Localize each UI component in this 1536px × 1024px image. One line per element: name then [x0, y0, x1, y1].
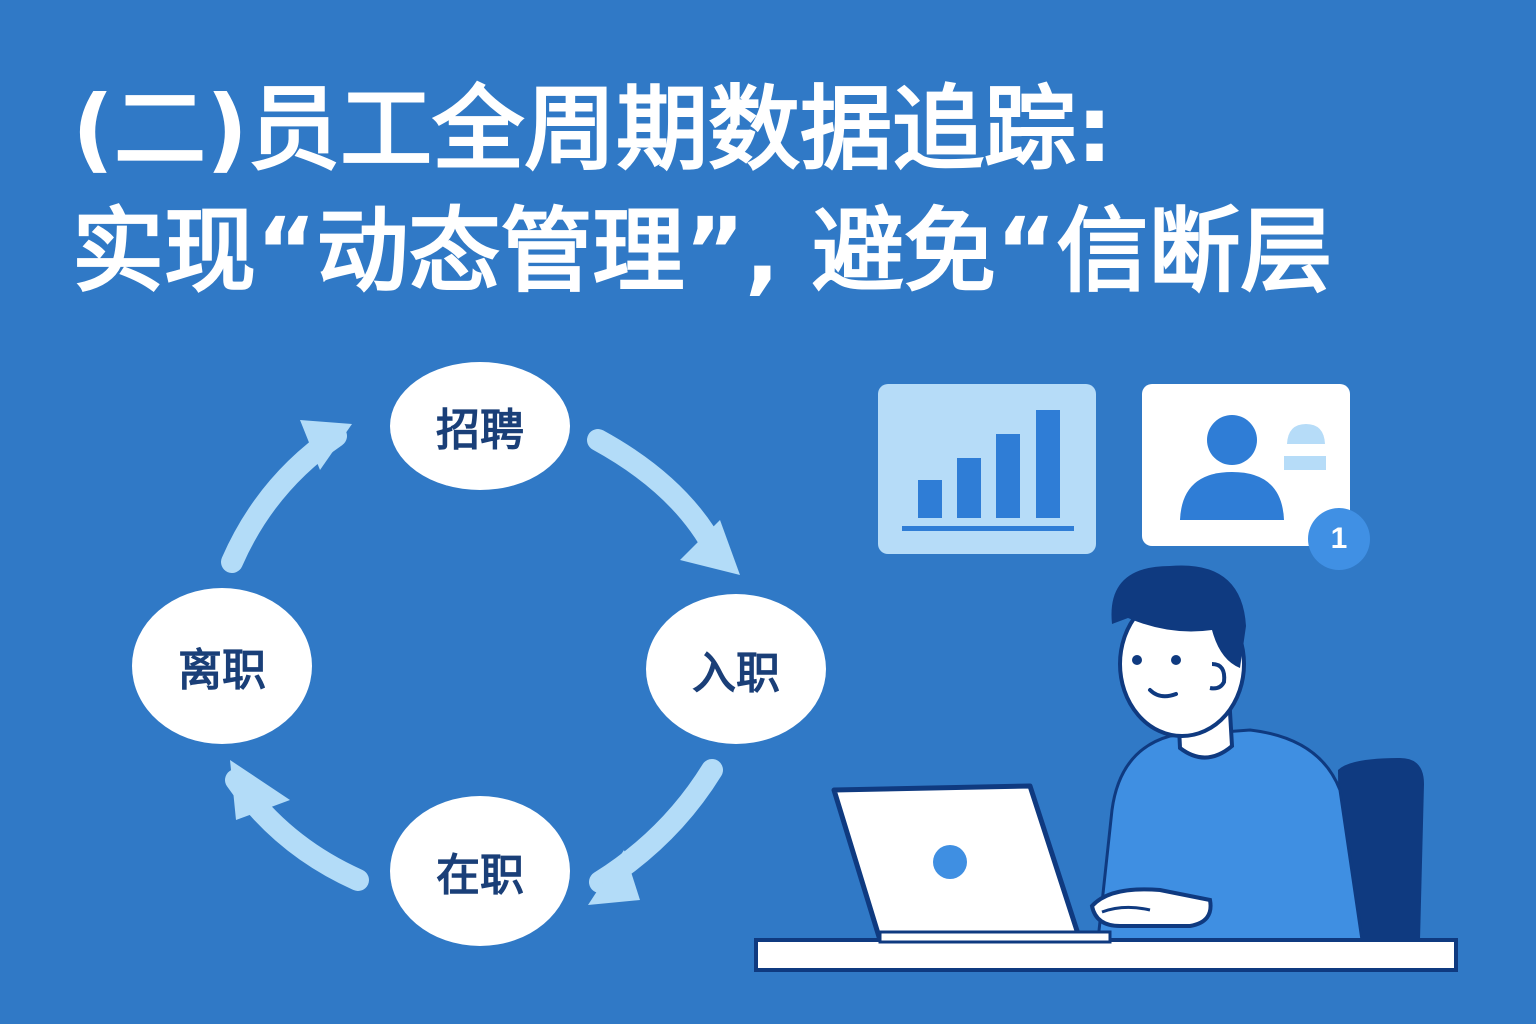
arrowhead-1: [680, 520, 740, 575]
notification-count: 1: [1330, 522, 1348, 555]
chair: [1338, 758, 1424, 940]
user-profile-icon: [1142, 384, 1350, 546]
stage-label: 招聘: [436, 405, 524, 456]
title-line-1: (二)员工全周期数据追踪:: [72, 76, 1113, 183]
laptop: [831, 783, 1112, 944]
arrowhead-3: [230, 760, 290, 820]
notification-badge: 1: [1308, 508, 1370, 570]
desk: [754, 938, 1458, 972]
stage-label: 离职: [178, 645, 266, 696]
stage-onboard: 入职: [646, 594, 826, 744]
bar-chart-icon: [878, 384, 1096, 554]
arrowhead-2: [588, 850, 640, 905]
person-body: [1096, 728, 1364, 942]
person-hand: [1089, 887, 1213, 928]
stage-label: 在职: [436, 850, 524, 901]
title-line-2: 实现“动态管理”, 避免“信断层: [72, 198, 1333, 305]
arrowhead-4: [300, 420, 352, 470]
person-hair: [1111, 565, 1246, 668]
stage-label: 入职: [692, 648, 780, 699]
stage-resign: 离职: [132, 588, 312, 744]
stage-employed: 在职: [390, 796, 570, 946]
stage-recruit: 招聘: [390, 362, 570, 490]
